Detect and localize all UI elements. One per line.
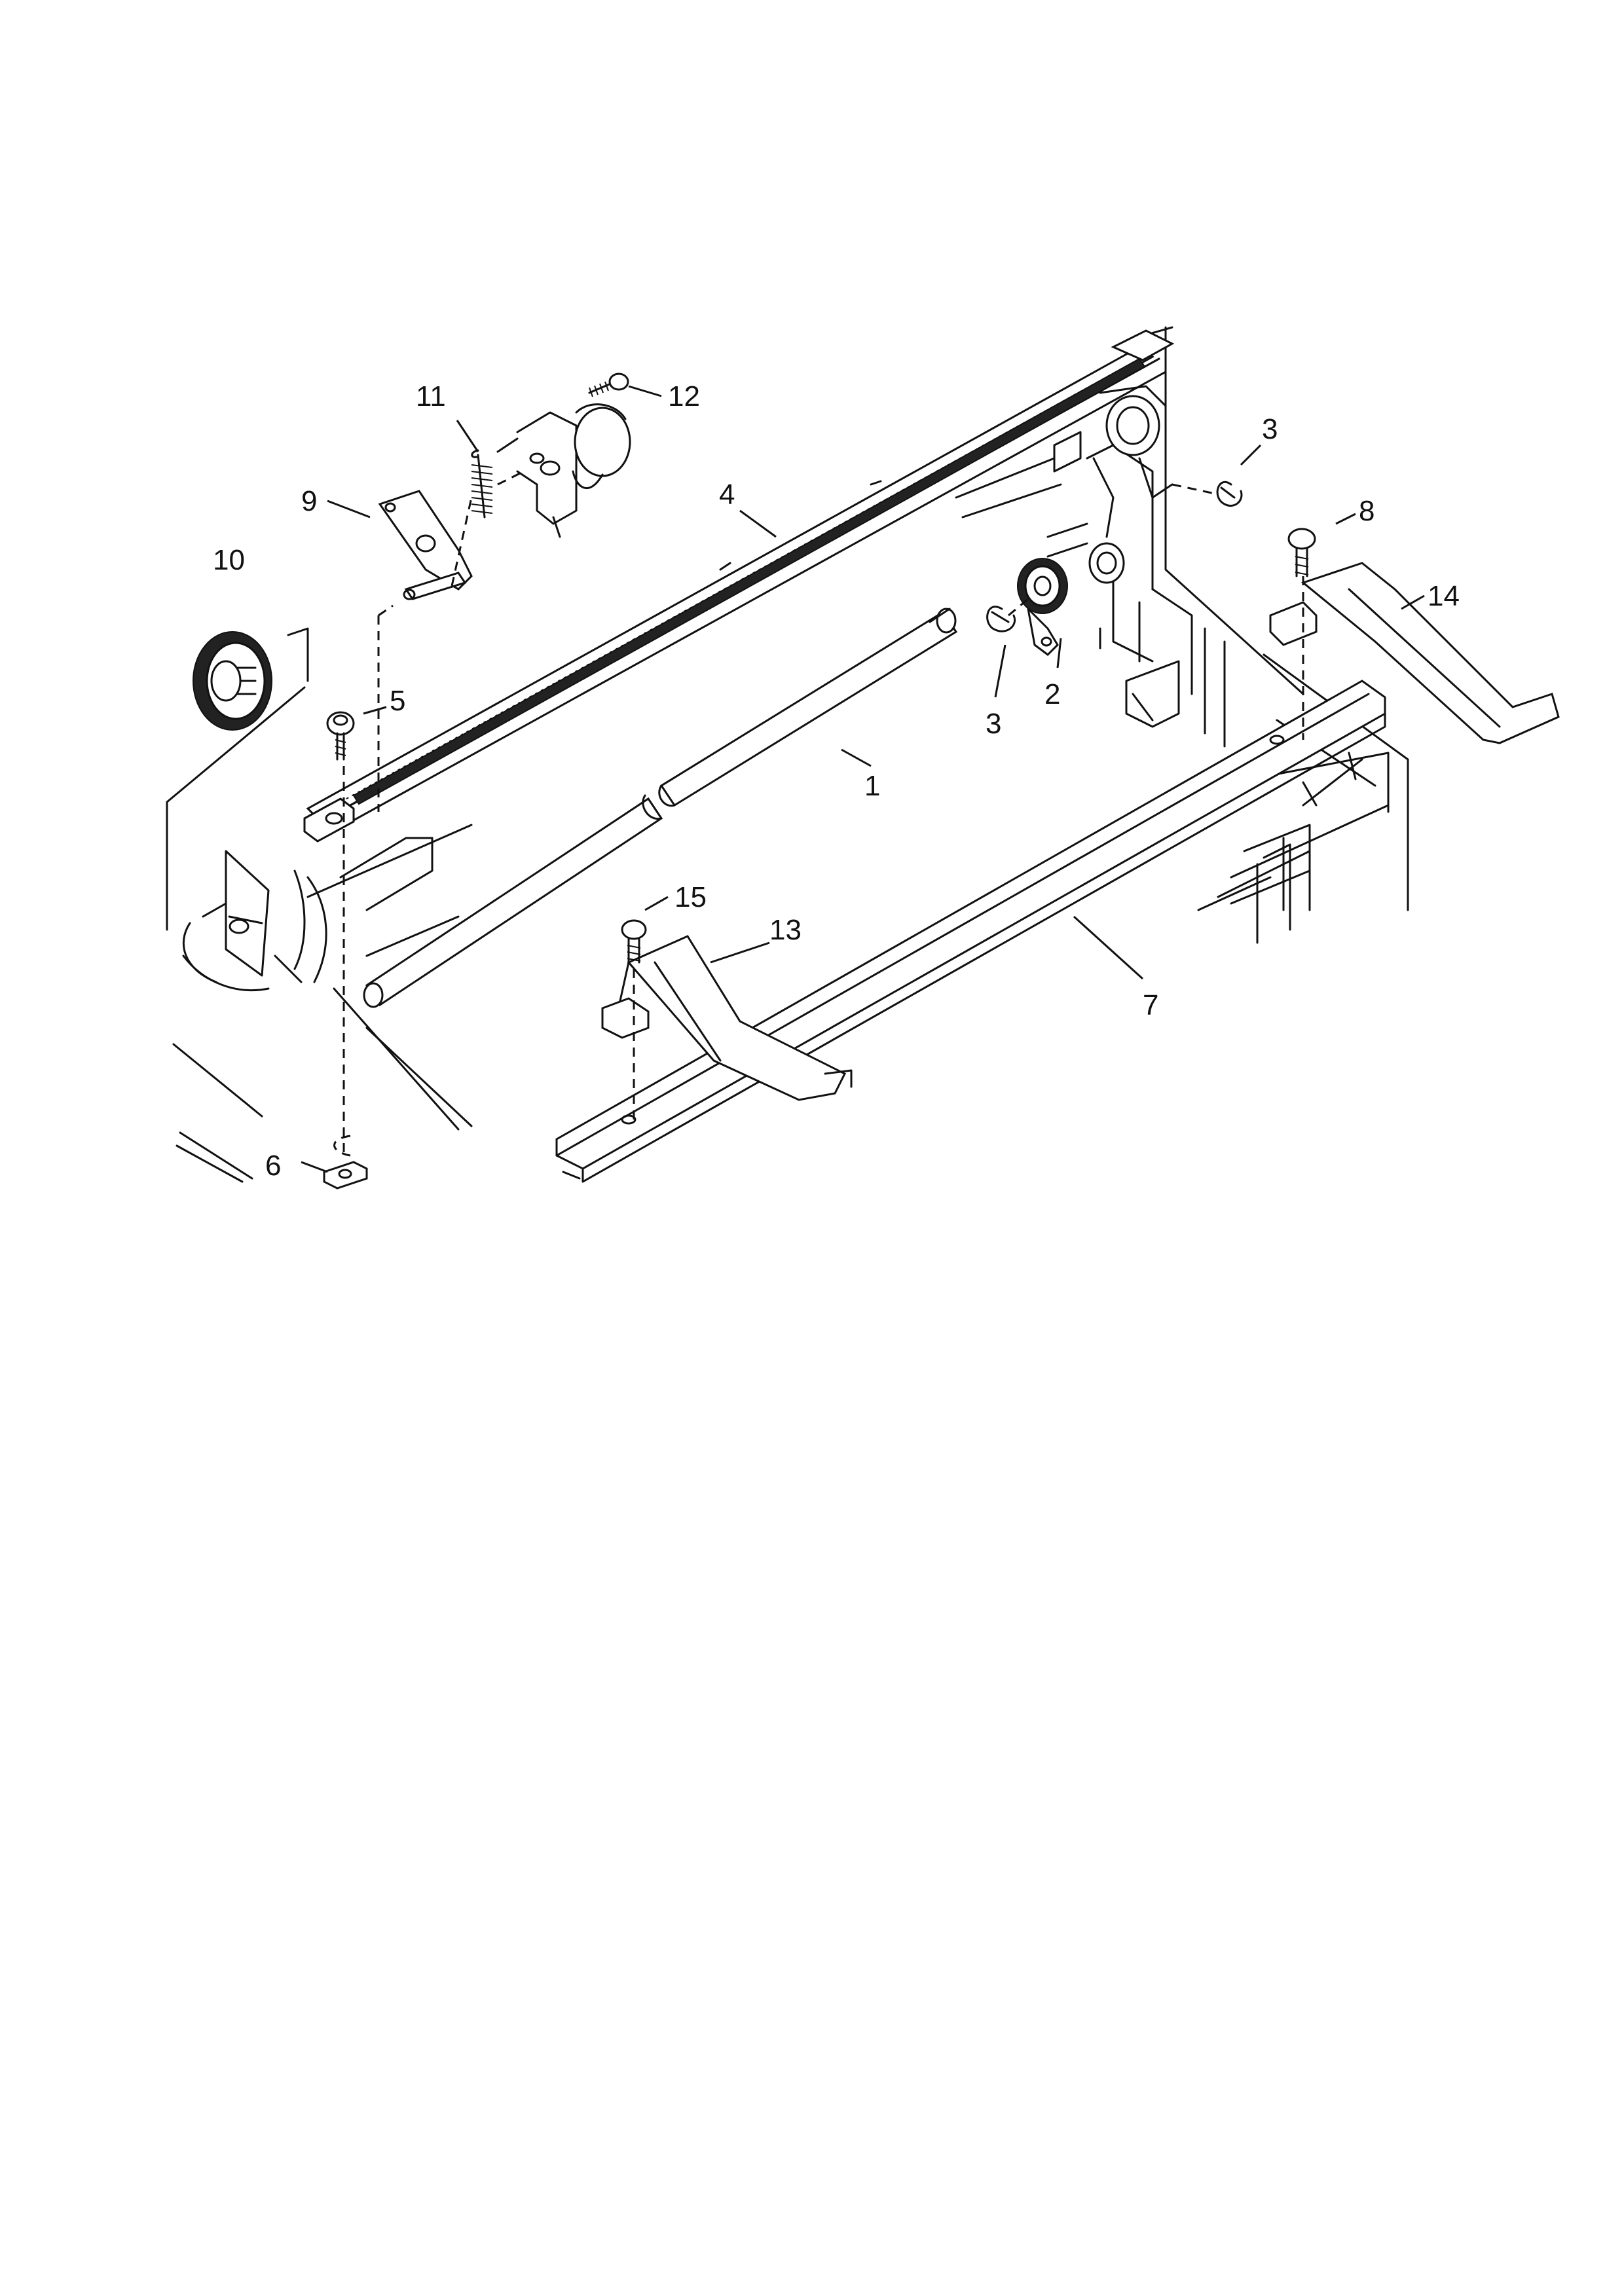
part-3-e-clip-right (1216, 481, 1243, 507)
leader-lines (301, 385, 1425, 1173)
callout-6: 6 (265, 1150, 281, 1182)
assembly-lines (333, 470, 1304, 1159)
part-9-lever (378, 490, 473, 600)
part-4-rack-bar (303, 329, 1175, 843)
callout-12: 12 (668, 380, 700, 412)
part-12-screw (588, 373, 629, 397)
part-11-spring (471, 449, 493, 519)
part-13-spring-plate (601, 935, 853, 1101)
chassis-frame (166, 326, 1409, 1183)
callout-8: 8 (1359, 495, 1375, 527)
part-14-spring-plate (1269, 562, 1560, 744)
callout-1: 1 (864, 770, 880, 802)
part-7-lower-rail (555, 680, 1386, 1183)
callout-9: 9 (301, 485, 317, 517)
part-10-gear (193, 631, 272, 731)
callout-3-right: 3 (1262, 413, 1278, 445)
callout-10: 10 (213, 544, 245, 576)
callout-7: 7 (1143, 989, 1158, 1021)
part-5-screw (326, 711, 355, 761)
callout-labels: 1 2 3 3 4 5 6 7 8 9 10 11 12 13 14 15 (213, 380, 1460, 1182)
part-1-shaft (363, 608, 958, 1008)
callout-14: 14 (1428, 580, 1460, 612)
callout-13: 13 (769, 914, 802, 946)
part-15-screw (621, 919, 647, 964)
part-2-bushing (1017, 558, 1068, 656)
callout-11: 11 (416, 380, 446, 412)
callout-5: 5 (390, 685, 405, 717)
part-3-e-clip-left (986, 606, 1016, 632)
callout-15: 15 (674, 881, 707, 913)
part-6-nut-plate (323, 1161, 368, 1190)
callout-2: 2 (1044, 678, 1060, 710)
callout-3-left: 3 (986, 708, 1001, 740)
left-side-plate (182, 850, 327, 992)
callout-4: 4 (719, 479, 735, 511)
motor-bracket (496, 403, 631, 538)
part-8-screw (1287, 528, 1316, 577)
